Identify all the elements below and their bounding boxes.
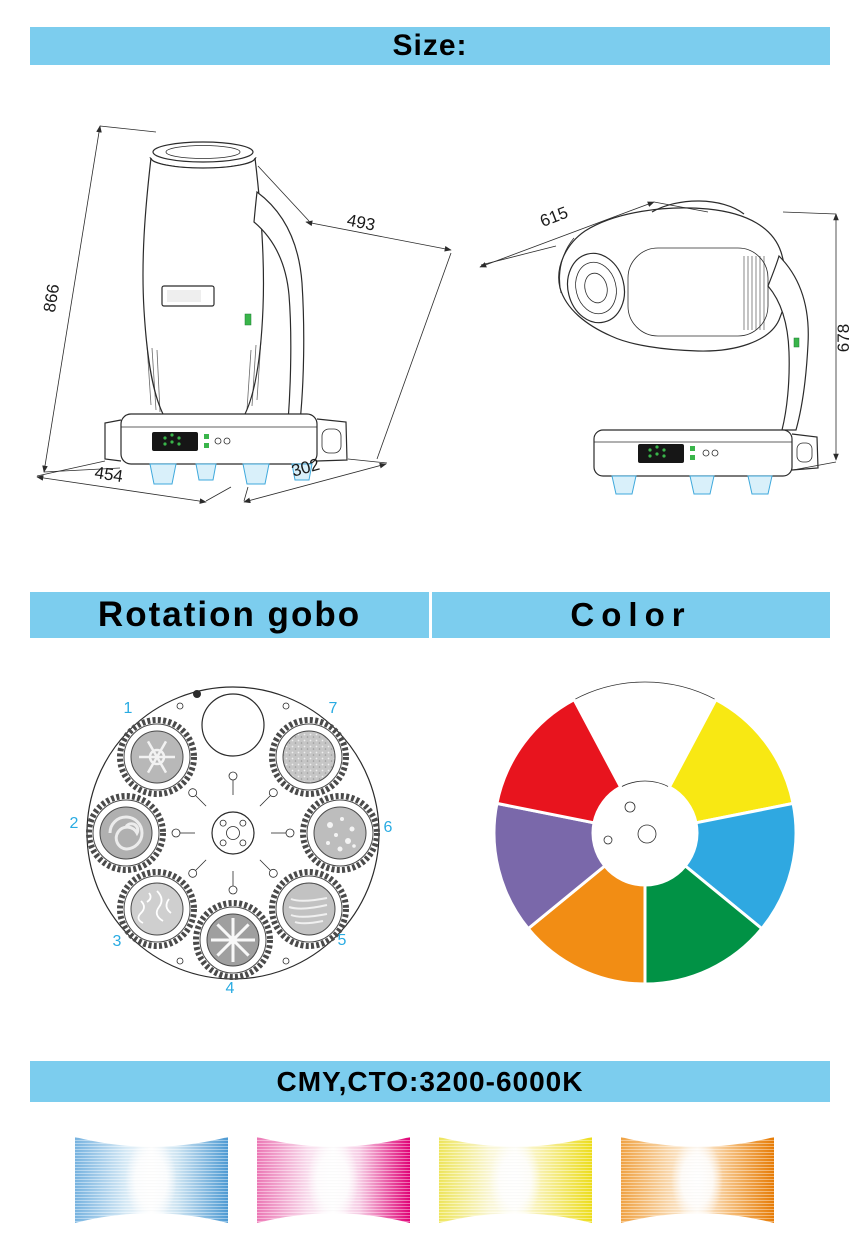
color-wheel [492,681,798,986]
swatch-orange [621,1137,774,1223]
swatch-cyan [75,1137,228,1223]
side-base [593,429,819,495]
gobo-4 [206,913,260,967]
color-banner: Color [432,592,830,638]
side-base-display [638,444,684,463]
gobo-5 [282,882,336,936]
color-petal-cyan [683,801,798,931]
gobo-3 [130,882,184,936]
color-petal-red [495,698,623,825]
side-carry-handle [651,200,745,215]
dimension-front-width: 454 [36,460,232,504]
swatch-yellow [439,1137,592,1223]
color-petal-orange [526,864,647,986]
gobo-number-6: 6 [384,819,393,836]
color-petal-green [643,864,764,986]
rotation-gobo-banner: Rotation gobo [30,592,429,638]
gobo-wheel: 1 2 3 4 5 6 7 [70,686,393,997]
front-lens [152,141,254,163]
front-base-display [152,432,198,451]
dimension-side-height: 678 [782,211,853,471]
cmy-title: CMY,CTO:3200-6000K [276,1065,584,1097]
gobo-number-7: 7 [329,700,338,717]
gobo-7 [282,730,336,784]
color-petal-purple [492,801,607,931]
color-hub-hole [637,824,657,844]
gobo-number-1: 1 [124,700,133,717]
front-yoke-arm [253,190,305,423]
gobo-hub [211,811,255,855]
cmy-banner: CMY,CTO:3200-6000K [30,1061,830,1102]
dimension-front-depth: 493 [257,165,452,460]
color-title: Color [570,596,692,633]
gobo-number-4: 4 [226,980,235,997]
gobo-number-5: 5 [338,932,347,949]
svg-text:615: 615 [537,203,570,231]
svg-text:866: 866 [40,283,63,314]
rotation-gobo-title: Rotation gobo [97,595,362,634]
gobo-2 [99,806,153,860]
dimension-front-height: 866 [40,125,157,473]
side-view-drawing: 615 678 [479,200,853,495]
side-vent-lines [743,256,765,330]
size-title: Size: [392,29,468,62]
svg-text:493: 493 [345,211,376,235]
cmy-swatches [75,1137,774,1223]
front-view-drawing: 866 493 454 302 [36,125,452,504]
size-banner: Size: [30,27,830,65]
swatch-magenta [257,1137,410,1223]
svg-text:454: 454 [93,463,124,486]
side-yoke-arm [767,254,809,431]
gobo-clips [171,771,295,895]
front-power-indicator [244,313,252,326]
gobo-6 [313,806,367,860]
gobo-1 [130,730,184,784]
color-petal-yellow [667,698,795,825]
svg-text:678: 678 [834,324,853,352]
front-vent-lines [146,339,262,413]
gobo-number-3: 3 [113,933,122,950]
gobo-open-hole [201,693,265,757]
gobo-number-2: 2 [70,815,79,832]
